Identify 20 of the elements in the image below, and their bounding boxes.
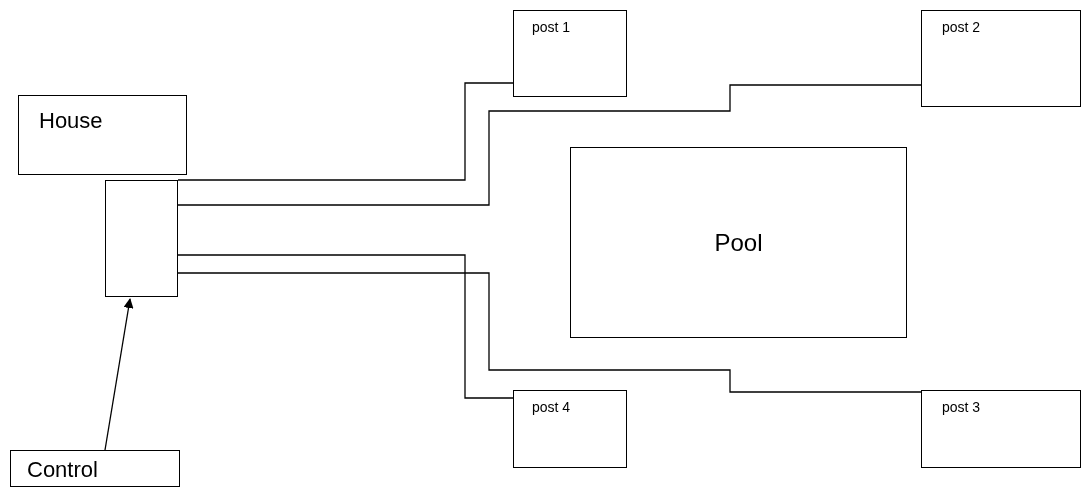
- box-label: House: [39, 108, 103, 134]
- box-label: Control: [27, 457, 98, 483]
- control-box: [105, 180, 178, 297]
- connector-line: [177, 254, 514, 399]
- label-box: [513, 10, 627, 97]
- box-label: Pool: [714, 228, 763, 257]
- connector-line: [177, 272, 922, 393]
- box-label: post 3: [942, 399, 981, 415]
- box-label: post 1: [532, 19, 571, 35]
- box-label: post 4: [532, 399, 571, 415]
- connector-line: [177, 82, 514, 181]
- label-box: [10, 450, 180, 487]
- label-box: [18, 95, 187, 175]
- box-label: post 2: [942, 19, 981, 35]
- label-box: [921, 390, 1081, 468]
- label-box: [513, 390, 627, 468]
- connector-line: [177, 84, 922, 206]
- label-box: [921, 10, 1081, 107]
- label-box: [570, 147, 907, 338]
- arrow: [104, 298, 134, 451]
